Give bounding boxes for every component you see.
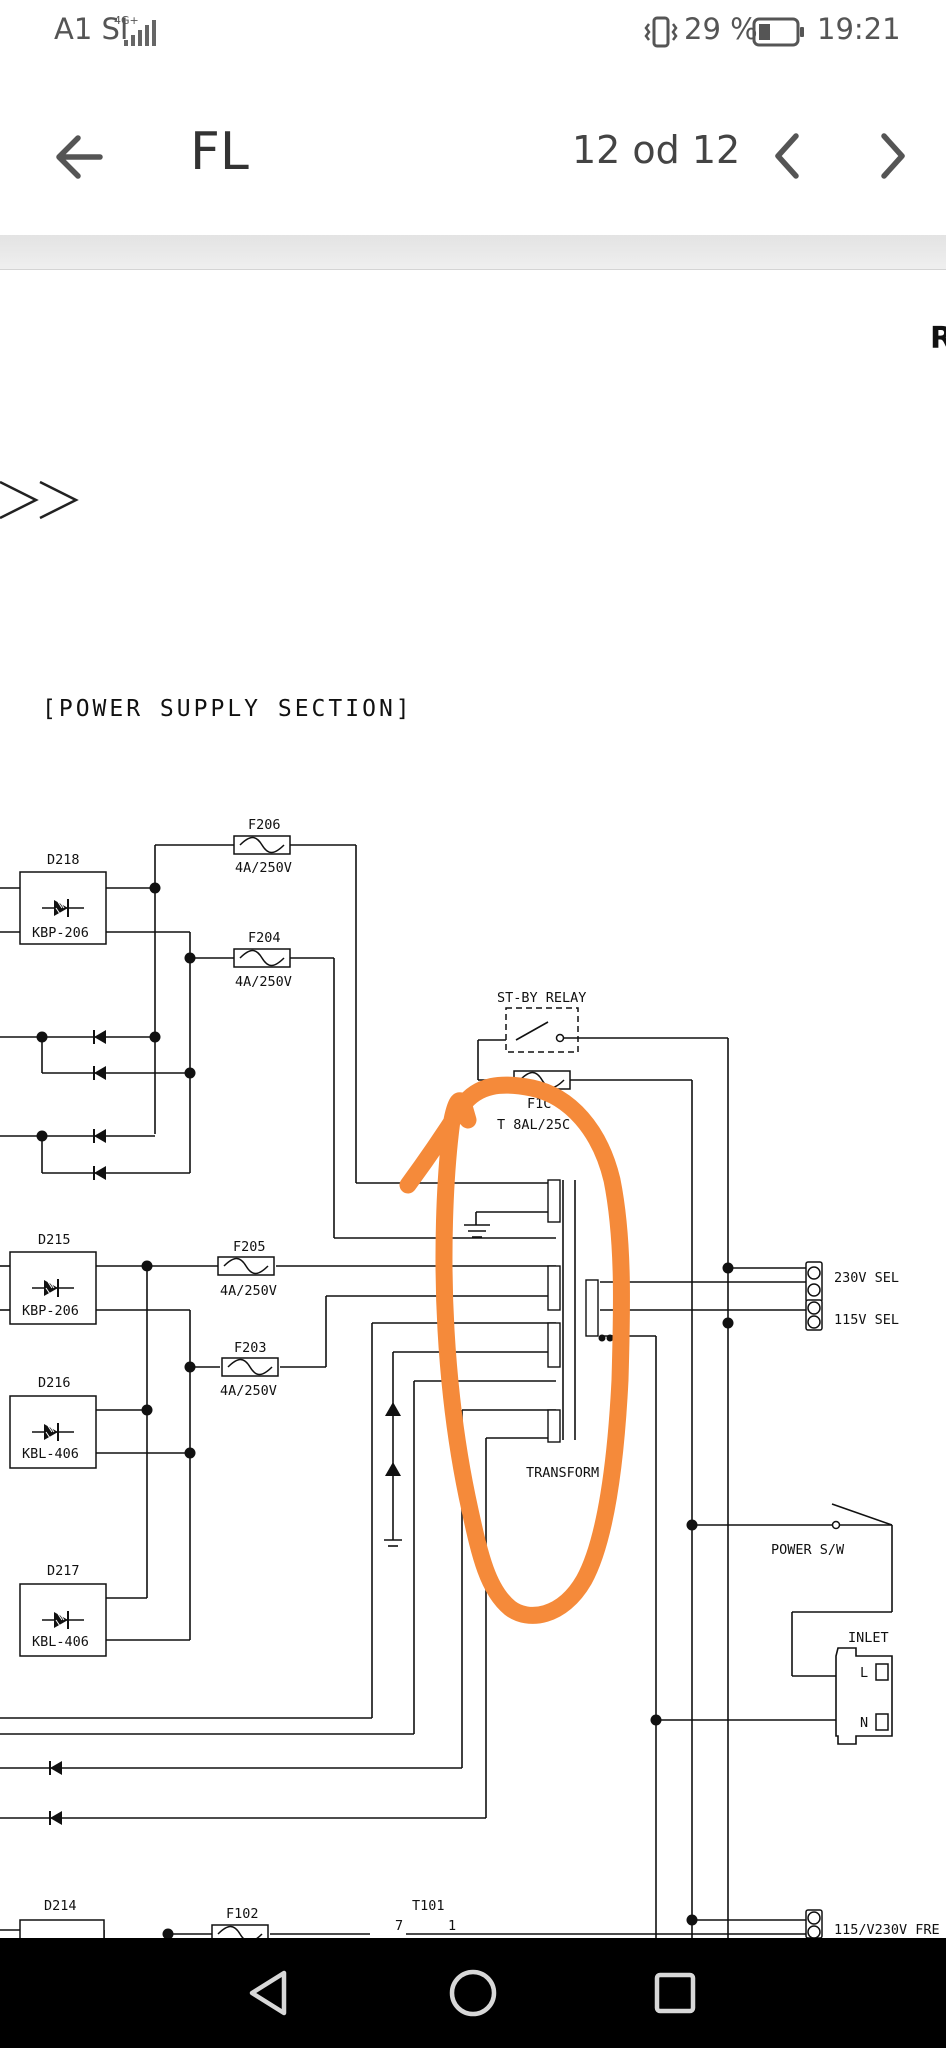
label-f102: F102 (226, 1906, 259, 1922)
label-115v-sel: 115V SEL (834, 1312, 899, 1328)
label-free-voltage: 115/V230V FRE (834, 1922, 940, 1938)
page-indicator: 12 od 12 (572, 128, 741, 172)
label-inlet-l: L (860, 1665, 868, 1681)
nav-recents-button[interactable] (650, 1968, 700, 2018)
chevron-right-icon (881, 133, 905, 179)
label-230v-sel: 230V SEL (834, 1270, 899, 1286)
corner-letter: R (930, 321, 946, 356)
network-label: 4G+ (114, 14, 139, 27)
signal-icon (124, 20, 156, 46)
schematic-diagram: R [POWER SUPPLY SECTION] (0, 321, 946, 1938)
chevron-left-icon (775, 133, 799, 179)
label-transformer: TRANSFORM (526, 1465, 599, 1481)
label-f205: F205 (233, 1239, 266, 1255)
label-f206: F206 (248, 817, 281, 833)
label-f203-rating: 4A/250V (220, 1383, 277, 1399)
continuation-arrows (0, 480, 79, 520)
clock: 19:21 (817, 12, 901, 46)
triangle-back-icon (249, 1970, 287, 2016)
label-inlet-n: N (860, 1715, 868, 1731)
nav-back-button[interactable] (246, 1968, 296, 2018)
label-d216: D216 (38, 1375, 71, 1391)
app-bar: FL 12 od 12 (0, 70, 946, 235)
document-page[interactable]: R [POWER SUPPLY SECTION] (0, 270, 946, 1938)
system-navigation-bar (0, 1938, 946, 2048)
status-bar: A1 SI 4G+ 29 % 19:21 (0, 0, 946, 70)
battery-icon (752, 17, 804, 47)
label-d216-part: KBL-406 (22, 1446, 79, 1462)
next-page-button[interactable] (872, 126, 912, 186)
nav-home-button[interactable] (448, 1968, 498, 2018)
label-f205-rating: 4A/250V (220, 1283, 277, 1299)
label-d215-part: KBP-206 (22, 1303, 79, 1319)
back-button[interactable] (48, 125, 112, 189)
label-fuse-main-rating: T 8AL/25C (497, 1117, 570, 1133)
label-t101: T101 (412, 1898, 445, 1914)
label-standby-relay: ST-BY RELAY (497, 990, 586, 1006)
circle-home-icon (449, 1969, 497, 2017)
battery-percent: 29 % (684, 12, 758, 46)
label-f206-rating: 4A/250V (235, 860, 292, 876)
label-d218-part: KBP-206 (32, 925, 89, 941)
label-f204-rating: 4A/250V (235, 974, 292, 990)
label-d217-part: KBL-406 (32, 1634, 89, 1650)
previous-page-button[interactable] (768, 126, 808, 186)
label-d214: D214 (44, 1898, 77, 1914)
hand-drawn-circle-annotation (399, 1076, 631, 1624)
label-t101-pin7: 7 (395, 1918, 403, 1934)
label-t101-pin1: 1 (448, 1918, 456, 1934)
section-title: [POWER SUPPLY SECTION] (42, 696, 413, 722)
carrier-label: A1 SI (54, 12, 129, 46)
square-recents-icon (654, 1972, 696, 2014)
label-inlet: INLET (848, 1630, 889, 1646)
vibrate-icon (644, 16, 678, 48)
label-d217: D217 (47, 1563, 80, 1579)
label-f204: F204 (248, 930, 281, 946)
label-f203: F203 (234, 1340, 267, 1356)
label-power-switch: POWER S/W (771, 1542, 845, 1558)
label-d215: D215 (38, 1232, 71, 1248)
document-title: FL (190, 122, 249, 182)
arrow-left-icon (56, 135, 103, 179)
viewer-divider (0, 235, 946, 270)
label-d218: D218 (47, 852, 80, 868)
